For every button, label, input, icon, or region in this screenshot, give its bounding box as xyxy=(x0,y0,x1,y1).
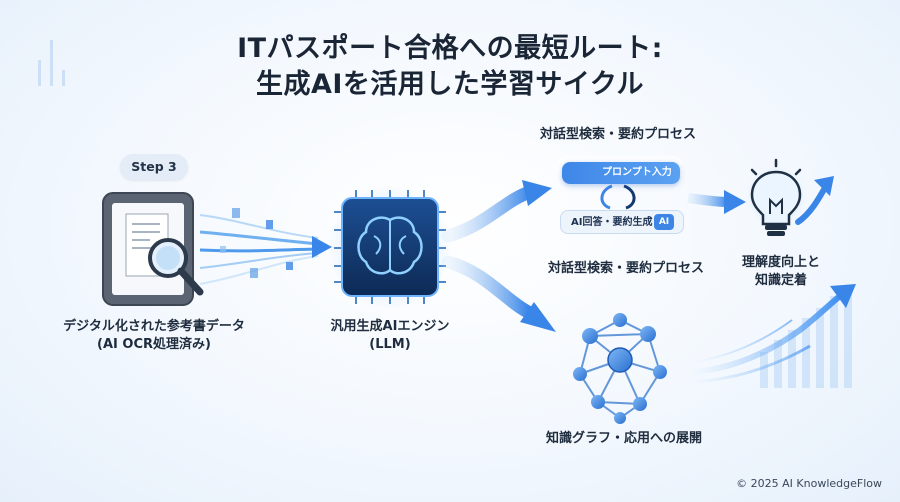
page-title-line-1: ITパスポート合格への最短ルート: xyxy=(237,33,663,64)
llm-node-label: 汎用生成AIエンジン (LLM) xyxy=(310,318,470,354)
document-label-line-2: (AI OCR処理済み) xyxy=(97,337,211,352)
step-badge: Step 3 xyxy=(120,154,188,180)
dialog-label-top: 対話型検索・要約プロセス xyxy=(539,127,696,142)
dialog-to-understanding-arrow xyxy=(687,190,746,214)
ai-tag-icon: AI xyxy=(654,214,674,230)
copyright-text: © 2025 AI KnowledgeFlow xyxy=(736,477,882,490)
network-graph-icon xyxy=(573,313,667,424)
document-node-label: デジタル化された参考書データ (AI OCR処理済み) xyxy=(38,318,270,354)
document-magnifier-icon xyxy=(102,192,204,306)
llm-label-line-2: (LLM) xyxy=(369,337,411,352)
understanding-label-line-1: 理解度向上と xyxy=(741,255,820,270)
growth-trend-graphic xyxy=(687,284,856,388)
brain-chip-icon xyxy=(328,185,452,309)
understanding-node-label: 理解度向上と 知識定着 xyxy=(726,254,836,290)
decorative-bars-left xyxy=(38,40,65,86)
dialog-label-bottom: 対話型検索・要約プロセス xyxy=(547,261,704,276)
prompt-input-chip: プロンプト入力 xyxy=(562,162,680,184)
lightbulb-icon xyxy=(746,158,834,236)
understanding-label-line-2: 知識定着 xyxy=(754,273,807,288)
llm-label-line-1: 汎用生成AIエンジン xyxy=(330,319,450,334)
data-stream-arrow xyxy=(199,208,332,285)
graph-node-label: 知識グラフ・応用への展開 xyxy=(545,431,702,446)
page-title-line-2: 生成AIを活用した学習サイクル xyxy=(255,69,645,100)
document-label-line-1: デジタル化された参考書データ xyxy=(63,319,245,334)
branch-arrows xyxy=(441,180,556,332)
